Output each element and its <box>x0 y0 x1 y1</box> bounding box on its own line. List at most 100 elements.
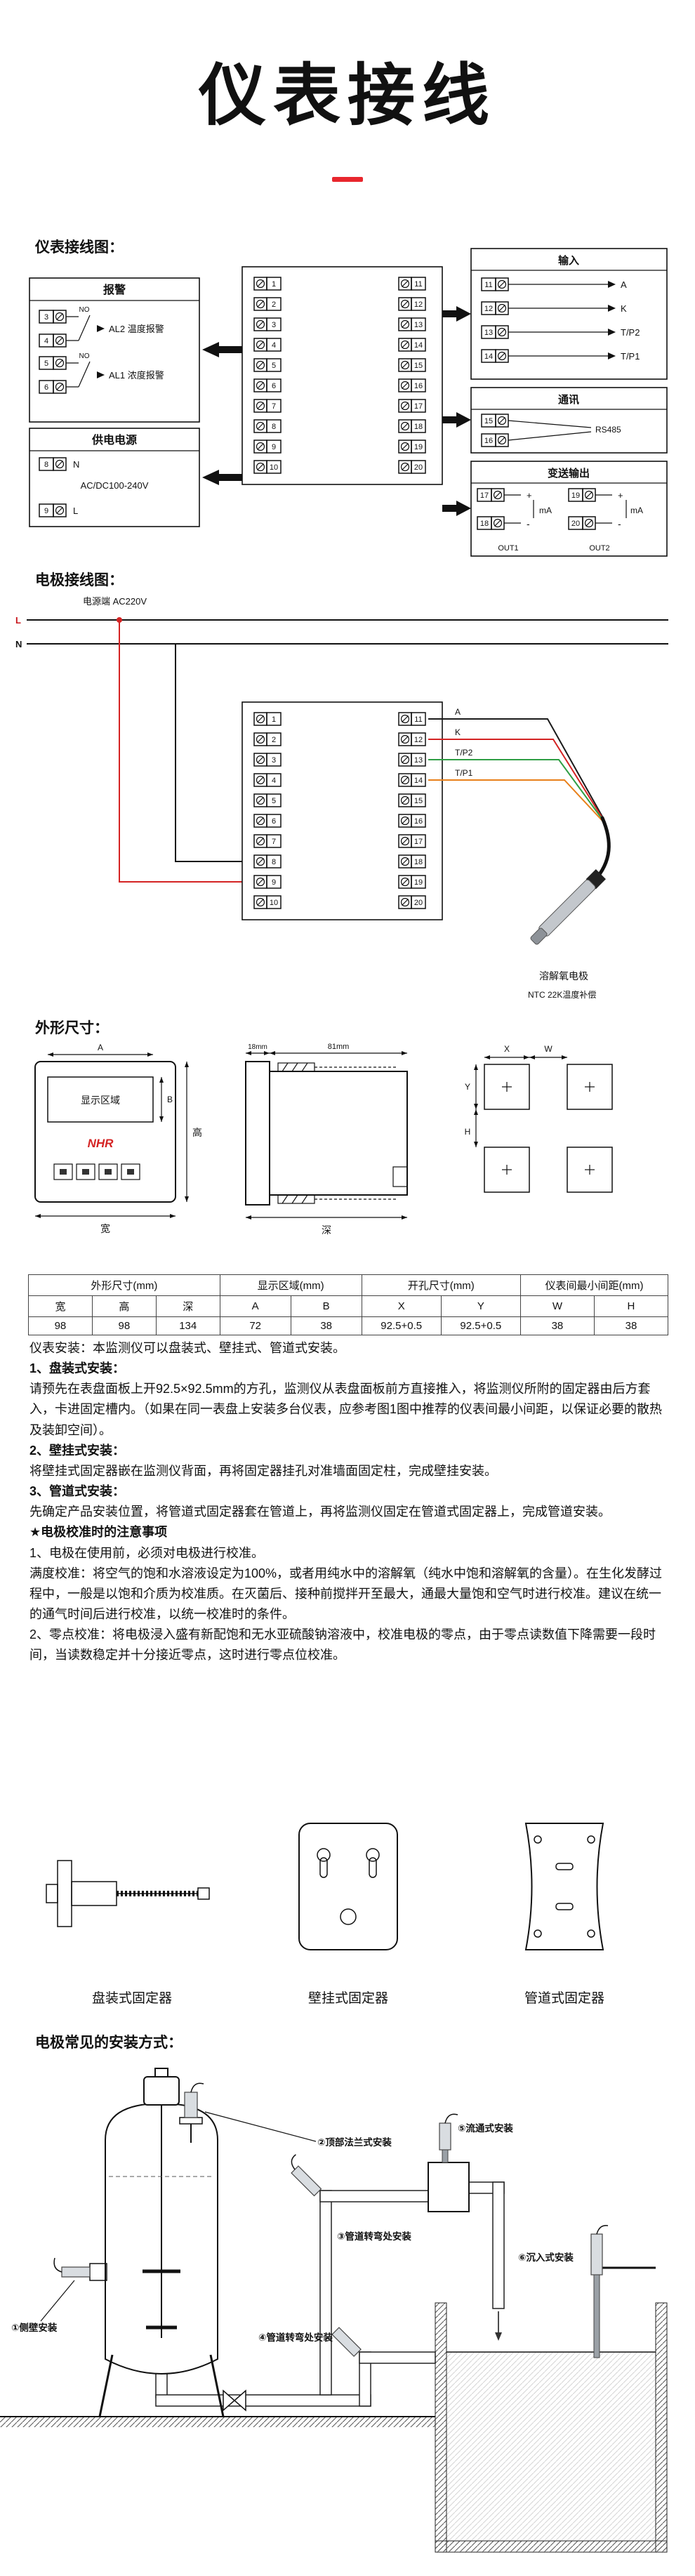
spec-col-header: 高 <box>91 1295 157 1317</box>
terminal-number: 11 <box>414 715 422 724</box>
terminal: 12 <box>481 301 509 315</box>
pipe-fixture-figure: 管道式固定器 <box>461 1806 668 2007</box>
out2-plus: + <box>618 490 623 501</box>
input-signal-label: T/P2 <box>621 327 640 338</box>
terminal-number: 17 <box>480 491 489 500</box>
terminal-number: 10 <box>270 463 278 472</box>
power-title: 供电电源 <box>91 433 137 447</box>
spec-value: 92.5+0.5 <box>361 1316 442 1335</box>
terminal-number: 17 <box>414 838 423 846</box>
out1-plus: + <box>527 490 532 501</box>
terminal-number: 6 <box>272 817 276 826</box>
terminal: 13 <box>398 317 426 331</box>
cutout-h-label: H <box>465 1127 471 1137</box>
electrode-wires: AKT/P2T/P1 <box>428 707 603 821</box>
terminal-number: 1 <box>272 715 276 724</box>
alarm-no-label-1: NO <box>79 306 90 314</box>
ntc-label: NTC 22K温度补偿 <box>528 989 596 1000</box>
arrow-to-output <box>442 501 471 516</box>
terminal-number: 13 <box>414 321 423 329</box>
section-label-methods: 电极常见的安装方式： <box>35 2035 183 2051</box>
spec-group-header: 外形尺寸(mm) <box>28 1274 220 1296</box>
spec-value: 98 <box>28 1316 93 1335</box>
comm-rs485-label: RS485 <box>595 425 621 435</box>
install-heading-panel: 1、盘装式安装： <box>29 1361 126 1376</box>
wire-label: T/P2 <box>455 748 473 758</box>
input-signal-label: A <box>621 279 627 290</box>
side-wall-probe <box>53 2257 107 2281</box>
terminal: 17 <box>398 834 426 848</box>
terminal-number: 16 <box>414 817 423 826</box>
panel-clamp <box>277 1062 397 1204</box>
dissolved-oxygen-probe <box>530 869 606 945</box>
dimension-arrows <box>35 1051 567 1220</box>
terminal-number: 9 <box>272 878 276 887</box>
terminal: 8 <box>253 854 282 868</box>
spec-col-header: 宽 <box>28 1295 93 1317</box>
terminal: 19 <box>398 440 426 454</box>
terminal-number: 1 <box>272 280 276 289</box>
terminal-number: 2 <box>272 300 276 309</box>
spec-col-header: X <box>361 1295 442 1317</box>
spec-group-header: 开孔尺寸(mm) <box>361 1274 521 1296</box>
terminal: 12 <box>398 297 426 311</box>
spec-col-header: Y <box>440 1295 521 1317</box>
terminal: 20 <box>398 895 426 909</box>
cutout-w-label: W <box>544 1044 552 1054</box>
terminal-number: 9 <box>272 443 276 451</box>
terminal-number: 4 <box>44 337 48 345</box>
calibration-span: 满度校准：将空气的饱和水溶液设定为100%，或者用纯水中的溶解氧（纯水中饱和溶解… <box>29 1566 663 1622</box>
dimension-drawings: 显示区域 NHR A B 高 宽 <box>34 1043 613 1236</box>
section-label-dimensions: 外形尺寸： <box>35 1020 109 1036</box>
arrow-to-power <box>202 470 242 485</box>
submersion-probe <box>590 2225 656 2358</box>
terminal-number: 14 <box>484 352 493 361</box>
leader-top-flange <box>204 2111 317 2142</box>
terminal: 6 <box>253 378 282 392</box>
panel-fixture-caption: 盘装式固定器 <box>91 1991 172 2006</box>
terminal: 11 <box>398 712 426 726</box>
live-wire <box>119 620 254 883</box>
install-heading-pipe: 3、管道式安装： <box>29 1484 126 1499</box>
alarm-contact-1 <box>66 315 91 341</box>
terminal: 19 <box>398 875 426 889</box>
valve <box>223 2389 246 2412</box>
terminal-number: 6 <box>272 382 276 390</box>
cutout-view: X W Y H <box>465 1044 613 1193</box>
terminal: 3 <box>253 317 282 331</box>
out2-name: OUT2 <box>589 544 609 553</box>
terminal-number: 8 <box>44 461 48 469</box>
dim-width-label: 宽 <box>100 1223 110 1234</box>
spec-col-header: B <box>290 1295 362 1317</box>
terminal: 13 <box>398 753 426 767</box>
terminal: 11 <box>398 277 426 291</box>
power-l-label: L <box>73 506 78 516</box>
spec-col-header: W <box>519 1295 595 1317</box>
wire-label: T/P1 <box>455 768 473 778</box>
spec-value: 38 <box>290 1316 362 1335</box>
arrow-to-input <box>442 306 471 322</box>
pipe-fixture-drawing <box>524 1823 604 1950</box>
section-label-wiring: 仪表接线图： <box>35 239 124 256</box>
install-body-panel: 请预先在表盘面板上开92.5×92.5mm的方孔，监测仪从表盘面板前方直接推入，… <box>29 1382 663 1437</box>
alarm-output-label-1: AL2 温度报警 <box>109 324 164 334</box>
power-box: 供电电源 89 N AC/DC100-240V L <box>29 428 200 527</box>
terminal: 6 <box>253 814 282 828</box>
spec-value: 38 <box>519 1316 595 1335</box>
terminal-number: 16 <box>484 437 493 445</box>
terminal: 8 <box>39 457 67 471</box>
terminal: 3 <box>253 753 282 767</box>
out1-name: OUT1 <box>498 544 518 553</box>
electrode-wire <box>428 739 603 819</box>
power-voltage-label: AC/DC100-240V <box>81 480 149 491</box>
spec-value: 38 <box>593 1316 669 1335</box>
pipe-fixture-caption: 管道式固定器 <box>524 1991 604 2006</box>
wire-label: A <box>455 707 461 717</box>
title-underline <box>332 177 363 182</box>
panel-fixture-figure: 盘装式固定器 <box>28 1806 236 2007</box>
line-l-label: L <box>15 615 21 626</box>
